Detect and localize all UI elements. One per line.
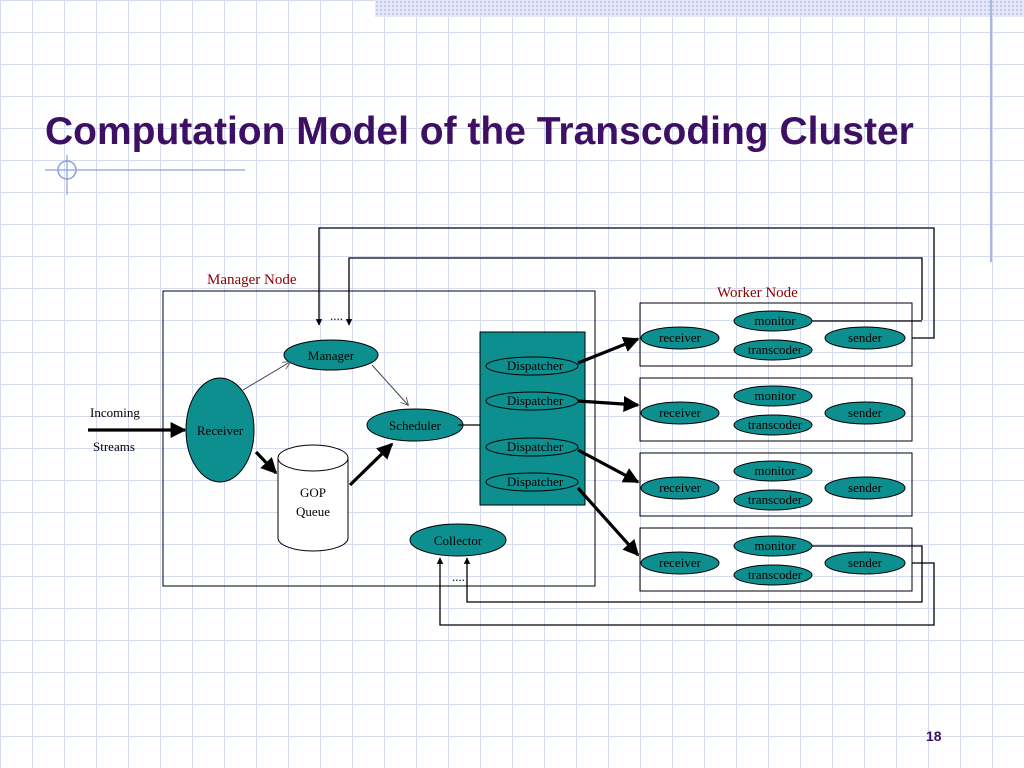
svg-text:receiver: receiver xyxy=(659,555,702,570)
dispatcher-4: Dispatcher xyxy=(485,472,579,492)
svg-text:Dispatcher: Dispatcher xyxy=(507,439,564,454)
page-number: 18 xyxy=(926,728,942,744)
dispatcher-2: Dispatcher xyxy=(485,391,579,411)
svg-text:Dispatcher: Dispatcher xyxy=(507,358,564,373)
ellipsis-top: .... xyxy=(330,308,343,323)
dispatch-arrow-3 xyxy=(577,448,640,484)
worker-node-3: receiver monitor transcoder sender xyxy=(639,452,913,517)
svg-text:sender: sender xyxy=(848,330,883,345)
svg-text:Dispatcher: Dispatcher xyxy=(507,474,564,489)
dispatch-arrow-2 xyxy=(577,396,640,413)
title-underline-decoration xyxy=(45,155,245,195)
svg-text:Dispatcher: Dispatcher xyxy=(507,393,564,408)
manager-to-scheduler-arrow xyxy=(371,364,408,405)
dispatcher-3: Dispatcher xyxy=(485,437,579,457)
collector-node xyxy=(409,523,507,557)
collector-label: Collector xyxy=(434,533,483,548)
svg-text:sender: sender xyxy=(848,405,883,420)
worker-node-label: Worker Node xyxy=(717,285,798,301)
manager-node xyxy=(283,339,379,371)
gop-queue-label-2: Queue xyxy=(296,504,330,519)
right-decoration-line xyxy=(990,0,992,262)
svg-text:receiver: receiver xyxy=(659,405,702,420)
dispatch-arrow-1 xyxy=(577,336,640,365)
manager-label: Manager xyxy=(308,348,355,363)
monitor-feedback-line-2 xyxy=(463,545,923,603)
slide-title: Computation Model of the Transcoding Clu… xyxy=(45,110,914,153)
receiver-node xyxy=(185,377,255,483)
gop-queue-label-1: GOP xyxy=(300,485,326,500)
svg-text:transcoder: transcoder xyxy=(748,342,803,357)
svg-text:receiver: receiver xyxy=(659,330,702,345)
svg-text:sender: sender xyxy=(848,480,883,495)
receiver-to-queue-arrow xyxy=(254,450,278,475)
dispatch-arrow-4 xyxy=(576,486,640,557)
svg-text:monitor: monitor xyxy=(754,463,796,478)
ellipsis-bottom: .... xyxy=(452,569,465,584)
svg-text:transcoder: transcoder xyxy=(748,567,803,582)
dispatcher-1: Dispatcher xyxy=(485,356,579,376)
sender-feedback-line-1 xyxy=(315,227,935,339)
scheduler-label: Scheduler xyxy=(389,418,442,433)
svg-text:transcoder: transcoder xyxy=(748,492,803,507)
streams-label: Streams xyxy=(93,439,135,454)
receiver-label: Receiver xyxy=(197,423,244,438)
svg-text:receiver: receiver xyxy=(659,480,702,495)
incoming-label: Incoming xyxy=(90,405,140,420)
manager-node-label: Manager Node xyxy=(207,272,297,288)
manager-node-box xyxy=(162,290,596,587)
receiver-to-manager-arrow xyxy=(242,362,290,391)
queue-to-scheduler-arrow xyxy=(348,442,394,487)
sender-feedback-line-2 xyxy=(436,557,935,626)
svg-text:sender: sender xyxy=(848,555,883,570)
worker-node-2: receiver monitor transcoder sender xyxy=(639,377,913,442)
top-decoration-bar xyxy=(375,0,1024,17)
svg-text:monitor: monitor xyxy=(754,538,796,553)
svg-text:transcoder: transcoder xyxy=(748,417,803,432)
worker-node-1: receiver monitor transcoder sender xyxy=(639,302,913,367)
worker-node-4: receiver monitor transcoder sender xyxy=(639,527,913,592)
gop-queue-cylinder xyxy=(277,444,349,552)
svg-text:monitor: monitor xyxy=(754,388,796,403)
svg-text:monitor: monitor xyxy=(754,313,796,328)
